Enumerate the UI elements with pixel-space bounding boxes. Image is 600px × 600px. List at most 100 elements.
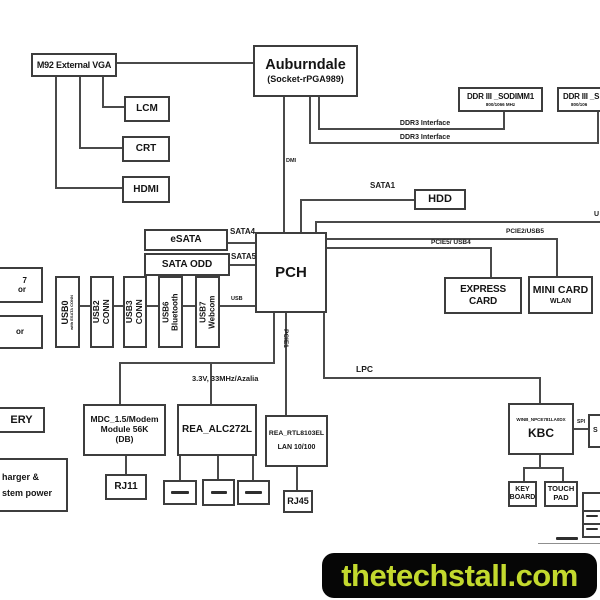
label-sata4: SATA4 [230, 227, 256, 236]
wire-crt-h [79, 147, 122, 149]
illegible-text [171, 491, 189, 494]
block-usb7-webcom: USB7 Webcom [195, 276, 220, 348]
wire-pcie2-v [556, 238, 558, 277]
wire-mdc-rj11-v [125, 456, 127, 474]
lan-line2: LAN 10/100 [277, 444, 316, 452]
cut2-line1: or [16, 327, 24, 337]
wire-pcie1-v [285, 313, 287, 415]
block-sodimm2-cut: DDR III _S 800/106 [557, 87, 600, 112]
wire-spi-h [574, 428, 590, 430]
illegible-bottom-text [556, 537, 578, 540]
block-label: HDD [428, 193, 452, 206]
block-label: RJ45 [287, 496, 309, 507]
battery-fragment: ERY [10, 413, 33, 426]
label-ddr3-interface-2: DDR3 Interface [399, 134, 451, 141]
mdc-line1: MDC_1.5/Modem [90, 414, 159, 425]
wire-azalia-alc-v [210, 362, 212, 404]
usb6-line2: Bluetooth [170, 293, 180, 331]
label-usb: USB [231, 296, 243, 302]
wire-lan-rj45-v [296, 467, 298, 490]
block-sodimm1: DDR III _SODIMM1 800/1066 MHz [458, 87, 543, 112]
usb7-line1: USB7 [198, 301, 208, 323]
cut1-line1: 7 [22, 275, 27, 285]
label-sata1: SATA1 [370, 181, 396, 190]
block-sata-odd: SATA ODD [144, 253, 230, 276]
usb6-rotated-text: USB6 Bluetooth [161, 293, 179, 330]
illegible-text [586, 515, 598, 517]
block-label: HDMI [133, 183, 159, 195]
touchpad-line1: TOUCH [547, 484, 575, 494]
illegible-text [245, 491, 262, 494]
wire-hdmi-v [55, 77, 57, 188]
sodimm2-title: DDR III _S [563, 92, 600, 102]
wire-kbc-split-h [523, 467, 564, 469]
block-label: SATA ODD [161, 258, 213, 270]
block-left-edge-cut-1: 7 or [0, 267, 43, 303]
kbc-label: KBC [528, 426, 554, 441]
wire-lpc-pch-v [323, 313, 325, 378]
wire-lpc-h [323, 377, 541, 379]
block-label: PCH [275, 263, 307, 281]
wire-ddr3-b-h [309, 142, 599, 144]
block-hdd: HDD [414, 189, 466, 210]
label-pcie2-usb5: PCIE2/USB5 [506, 228, 544, 235]
power-line2: stem power [2, 488, 53, 498]
touchpad-line2: PAD [553, 493, 569, 502]
label-spi: SPI [577, 419, 586, 425]
wire-kbc-down-v [539, 455, 541, 468]
wire-azalia-mdc-v [119, 362, 121, 404]
wire-crt-v [79, 77, 81, 148]
wire-ddr3-b-v1 [309, 97, 311, 143]
block-mdc-modem: MDC_1.5/Modem Module 56K (DB) [83, 404, 166, 456]
lan-line1: REA_RTL8103EL [268, 429, 325, 437]
block-label: RJ11 [114, 481, 138, 493]
cpu-title: Auburndale [265, 57, 346, 74]
label-ddr3-interface-1: DDR3 Interface [399, 120, 451, 127]
label-pcie1: PCIE1 [282, 329, 289, 348]
wire-sata1-v [300, 199, 302, 232]
block-audio-jack-3 [237, 480, 270, 505]
block-bottom-right-cut [582, 492, 600, 538]
kbc-chip-name: WINB_NPCE781LA0DX [516, 417, 566, 423]
block-usb2-conn: USB2 CONN [90, 276, 114, 348]
label-lpc: LPC [356, 364, 373, 374]
wire-azalia-pch-v [273, 313, 275, 364]
mini-card-subtitle: WLAN [550, 298, 571, 305]
mdc-line3: (DB) [115, 433, 134, 444]
watermark-text: thetechstall.com [341, 558, 578, 593]
keyboard-line1: KEY [515, 485, 530, 493]
usb3-line2: CONN [134, 299, 144, 325]
wire-usb-right-h [315, 221, 600, 223]
wire-m92-cpu [117, 62, 253, 64]
block-rj11: RJ11 [105, 474, 147, 500]
illegible-text [586, 528, 598, 530]
block-label: REA_ALC272L [181, 424, 253, 436]
block-rj45: RJ45 [283, 490, 313, 513]
mini-card-title: MINI CARD [532, 283, 589, 296]
block-label: eSATA [170, 234, 202, 246]
wire-lpc-kbc-v [539, 377, 541, 403]
block-touchpad: TOUCH PAD [544, 481, 578, 507]
wire-lcm-v [102, 77, 104, 108]
block-label: M92 External VGA [36, 59, 112, 70]
label-dmi: DMI [286, 158, 297, 164]
block-crt: CRT [122, 136, 170, 162]
block-kbc: WINB_NPCE781LA0DX KBC [508, 403, 574, 455]
wire-alc-jack3-v [252, 456, 254, 480]
usb3-rotated-text: USB3 CONN [124, 299, 145, 325]
wire-sataodd-h [230, 264, 255, 266]
usb2-rotated-text: USB2 CONN [91, 299, 112, 324]
wire-ddr3-a-v2 [503, 112, 505, 129]
wire-esata-h [228, 242, 255, 244]
wire-pcie2-h [327, 238, 558, 240]
spi-rom-fragment: S [593, 426, 598, 434]
usb0-subtitle: with ESATA CONN [69, 294, 75, 330]
wire-pcie5-h [327, 247, 490, 249]
wire-sata1-h [300, 199, 414, 201]
power-line1: harger & [2, 471, 40, 482]
cut1-line2: or [18, 285, 26, 294]
label-sata5: SATA5 [231, 252, 257, 261]
block-lan-rtl8103el: REA_RTL8103EL LAN 10/100 [265, 415, 328, 467]
block-usb0-esata-conn: USB0 with ESATA CONN [55, 276, 80, 348]
